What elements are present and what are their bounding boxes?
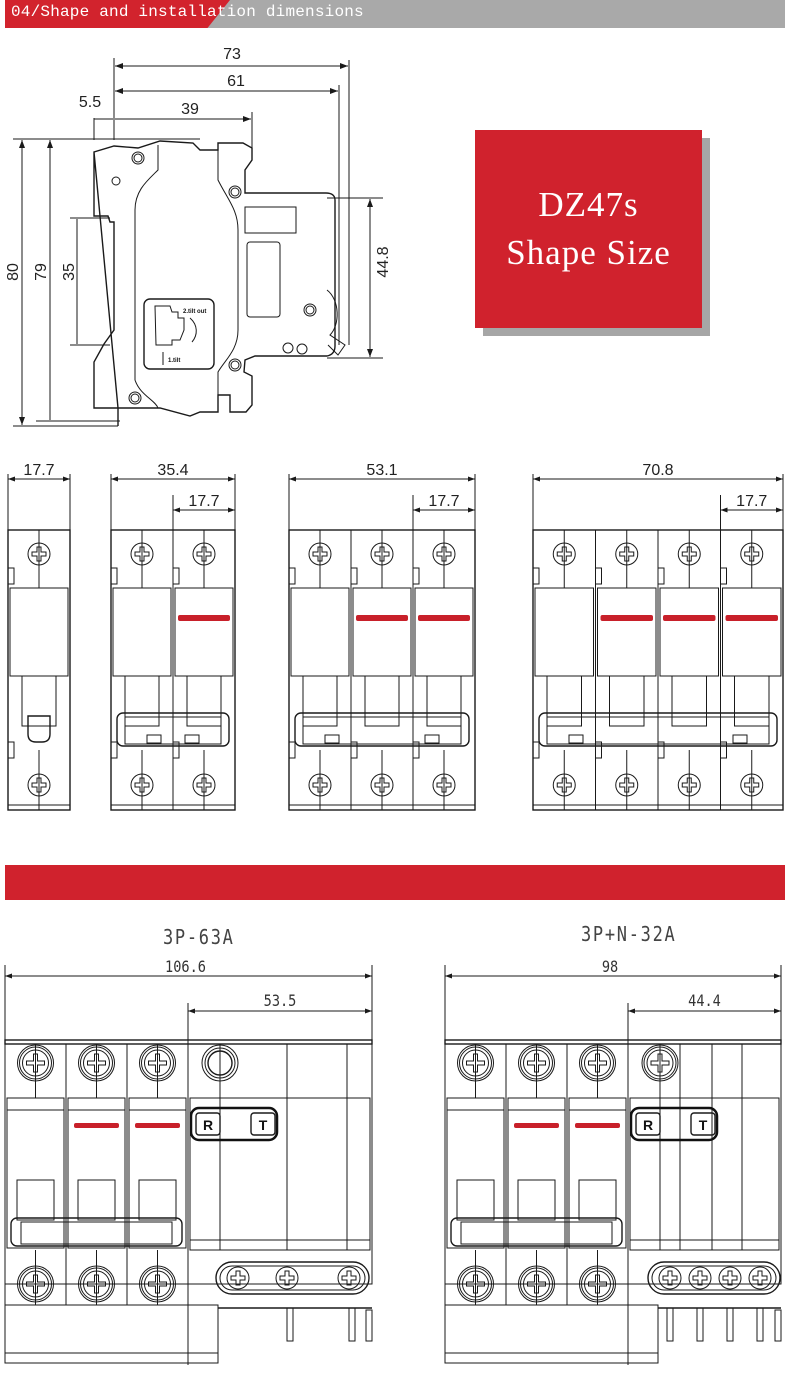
- front-view-1p: 17.7: [7, 462, 71, 811]
- rcbo-view-1: 106.6 53.5R T: [4, 958, 373, 1365]
- front-view-3p: 53.1 17.7: [288, 462, 476, 811]
- svg-text:35.4: 35.4: [157, 462, 188, 479]
- svg-text:70.8: 70.8: [642, 462, 673, 479]
- svg-text:17.7: 17.7: [23, 462, 54, 479]
- svg-text:17.7: 17.7: [188, 493, 219, 510]
- inset-step1-label: 1.tilt: [168, 358, 180, 364]
- svg-text:17.7: 17.7: [736, 493, 767, 510]
- svg-text:39: 39: [181, 101, 199, 118]
- svg-text:35: 35: [61, 263, 78, 281]
- section-header-banner: 04/Shape and installation dimensions: [5, 0, 785, 28]
- rcbo-view-2: 98 44.4R T: [444, 958, 782, 1365]
- front-view-2p: 35.417.7: [110, 462, 236, 811]
- svg-text:80: 80: [5, 263, 22, 281]
- front-view-4p: 70.8 17.7: [532, 462, 784, 811]
- product-subtitle: Shape Size: [506, 233, 671, 272]
- svg-text:53.5: 53.5: [264, 992, 297, 1010]
- svg-text:53.1: 53.1: [366, 462, 397, 479]
- rcd-button-r: R: [203, 1117, 213, 1133]
- rcbo-model-label-2: 3P+N-32A: [581, 922, 677, 946]
- svg-text:106.6: 106.6: [165, 958, 206, 976]
- svg-text:44.8: 44.8: [375, 246, 392, 277]
- rcd-button-t: T: [699, 1117, 708, 1133]
- svg-text:79: 79: [33, 263, 50, 281]
- svg-text:73: 73: [223, 46, 241, 63]
- banner-red-accent: [5, 0, 230, 28]
- rcbo-model-label-1: 3P-63A: [163, 925, 235, 949]
- svg-text:98: 98: [602, 958, 618, 976]
- product-title-box: DZ47s Shape Size: [475, 130, 702, 328]
- rcd-button-t: T: [259, 1117, 268, 1133]
- rcd-button-r: R: [643, 1117, 653, 1133]
- svg-text:61: 61: [227, 73, 245, 90]
- section-separator-bar: [5, 865, 785, 900]
- inset-step2-label: 2.tilt out: [183, 309, 206, 315]
- svg-text:17.7: 17.7: [428, 493, 459, 510]
- svg-text:44.4: 44.4: [688, 992, 721, 1010]
- svg-text:5.5: 5.5: [79, 94, 101, 111]
- product-model: DZ47s: [538, 185, 639, 224]
- section-title: 04/Shape and installation dimensions: [11, 3, 364, 21]
- side-view-drawing: 73 61 39 5.5 80 79 35 44.8 2.tilt out 1.…: [5, 46, 392, 427]
